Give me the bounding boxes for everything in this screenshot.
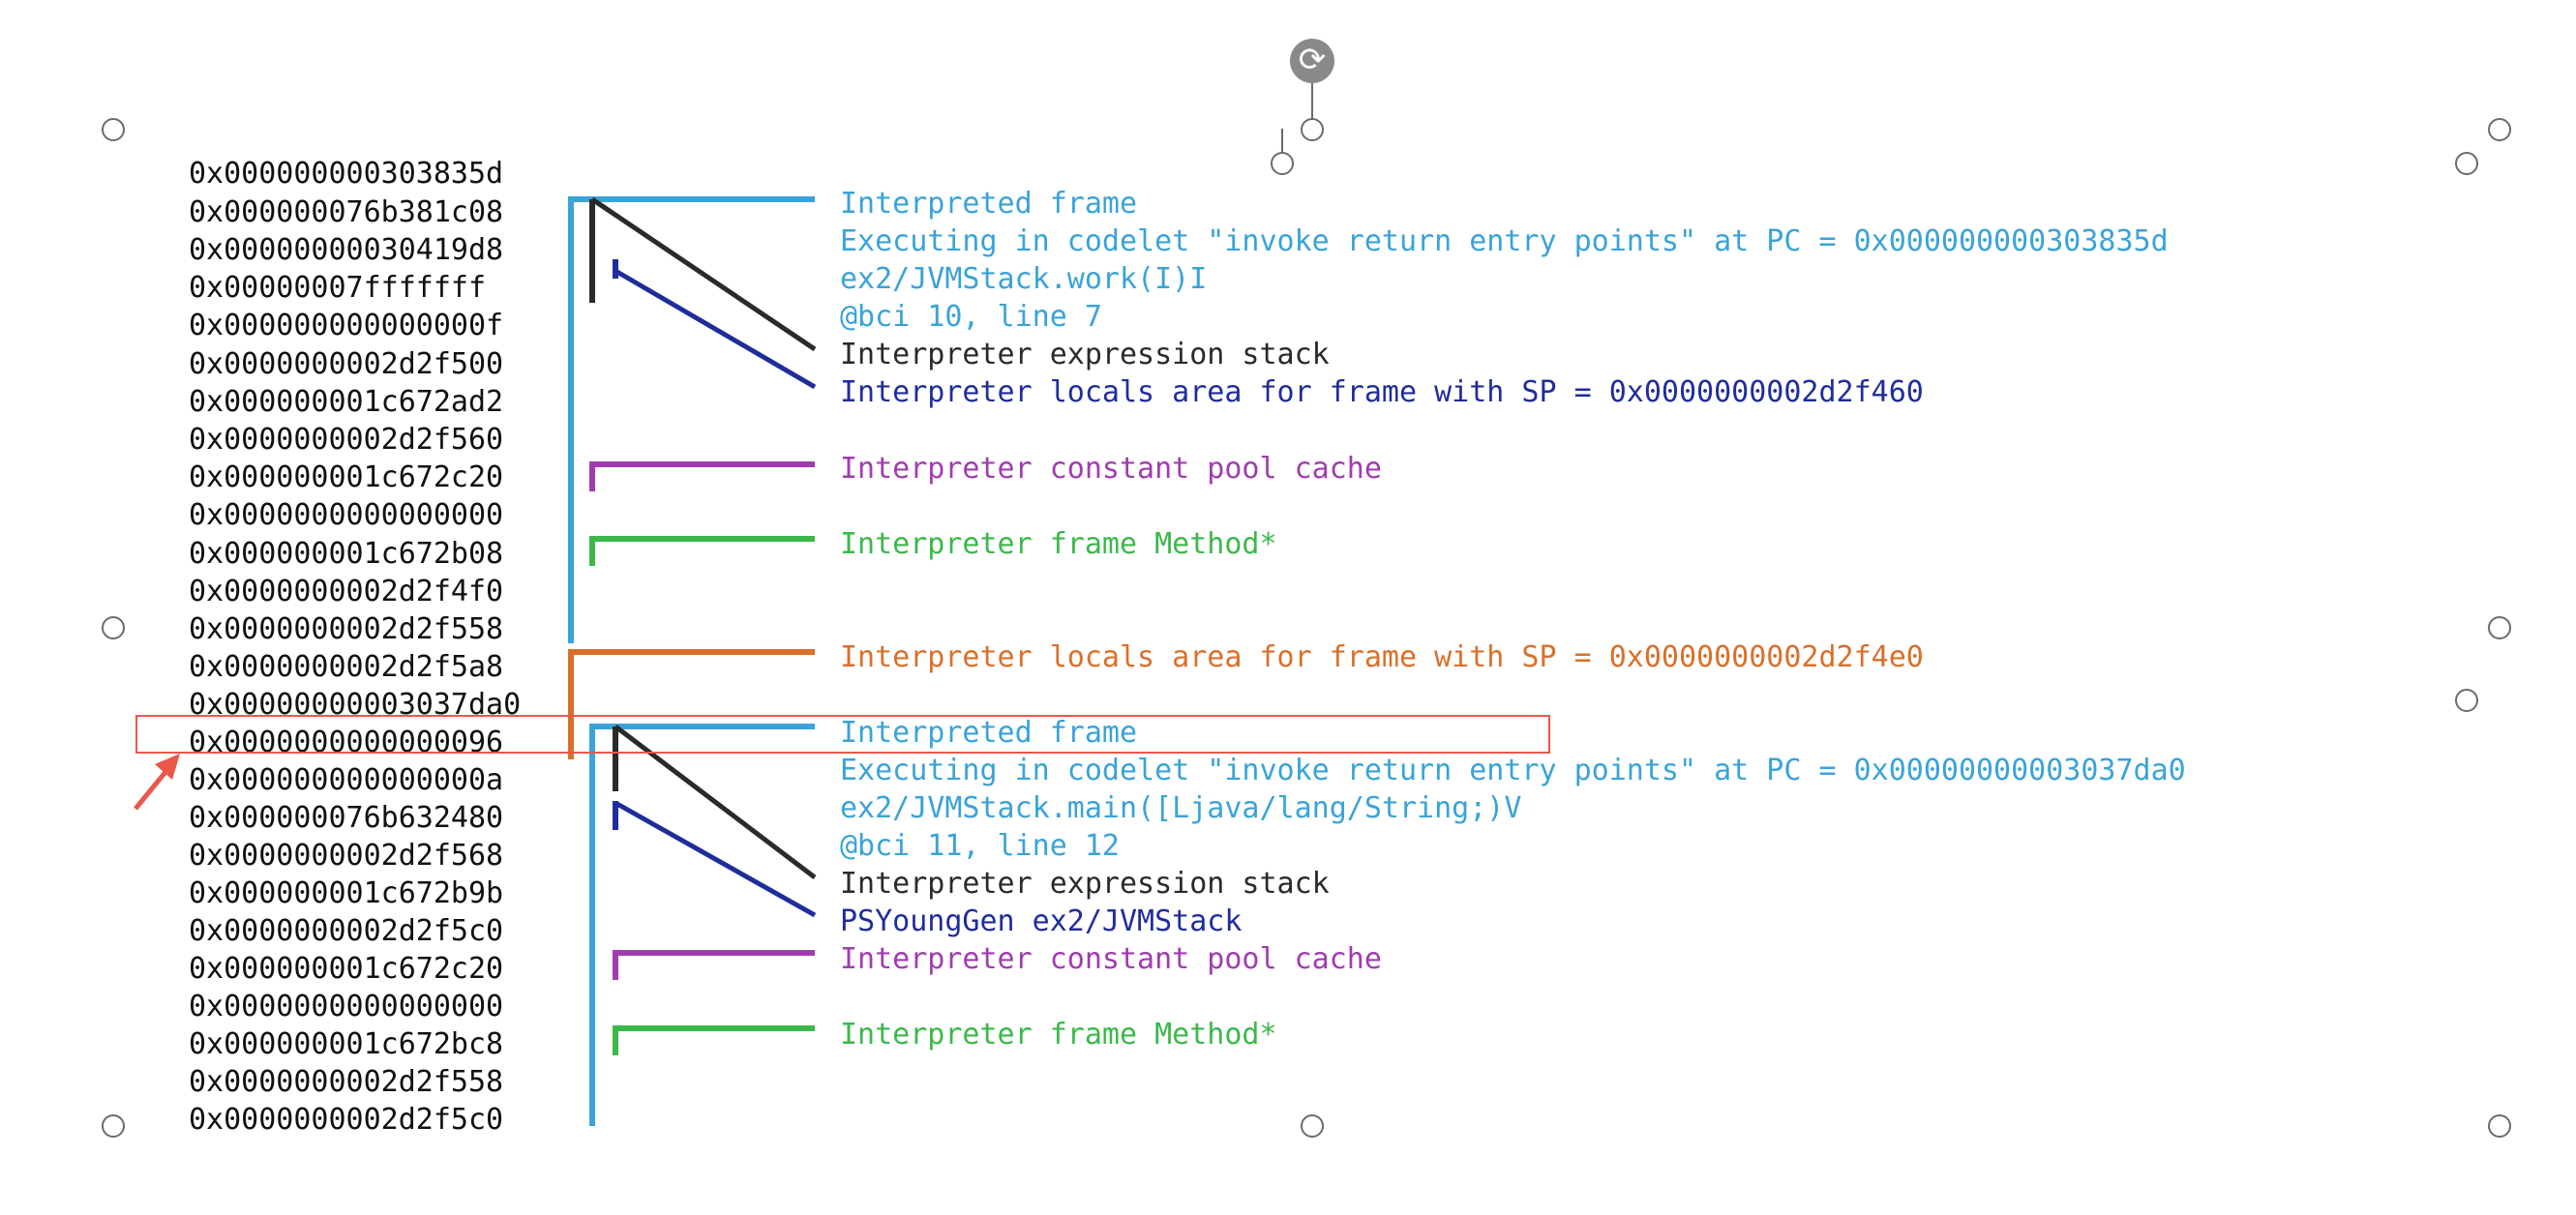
label-expr-stack-lower: Interpreter expression stack xyxy=(840,867,1330,901)
address-13: 0x0000000002d2f5a8 xyxy=(189,650,504,684)
address-7: 0x0000000002d2f560 xyxy=(189,423,504,457)
address-16: 0x000000000000000a xyxy=(189,763,504,797)
address-12: 0x0000000002d2f558 xyxy=(189,612,504,646)
address-6: 0x000000001c672ad2 xyxy=(189,385,504,419)
label-codelet-upper: Executing in codelet "invoke return entr… xyxy=(840,224,2169,258)
inner-handle-right[interactable] xyxy=(2455,689,2478,712)
pointer-arrow-icon xyxy=(134,754,180,811)
address-4: 0x000000000000000f xyxy=(189,309,504,342)
address-9: 0x0000000000000000 xyxy=(189,498,504,532)
address-21: 0x000000001c672c20 xyxy=(189,952,504,986)
label-constant-pool-upper: Interpreter constant pool cache xyxy=(840,452,1382,486)
inner-handle-top-left[interactable] xyxy=(1271,152,1294,175)
frame-bracket-lower xyxy=(589,724,815,1126)
highlight-box xyxy=(135,715,1550,754)
address-5: 0x0000000002d2f500 xyxy=(189,347,504,381)
address-23: 0x000000001c672bc8 xyxy=(189,1027,504,1061)
address-25: 0x0000000002d2f5c0 xyxy=(189,1103,504,1137)
inner-handle-top-right[interactable] xyxy=(2455,152,2478,175)
locals-diagonal-upper xyxy=(614,268,817,390)
address-2: 0x00000000030419d8 xyxy=(189,233,504,267)
label-frame-method-upper: Interpreter frame Method* xyxy=(840,527,1277,561)
label-expr-stack-upper: Interpreter expression stack xyxy=(840,338,1330,371)
address-20: 0x0000000002d2f5c0 xyxy=(189,914,504,948)
address-17: 0x000000076b632480 xyxy=(189,801,504,835)
address-11: 0x0000000002d2f4f0 xyxy=(189,575,504,608)
resize-handle-left[interactable] xyxy=(102,616,125,639)
label-bci-upper: @bci 10, line 7 xyxy=(840,300,1102,334)
expr-stack-diagonal-upper xyxy=(590,196,817,352)
constant-pool-bracket-upper xyxy=(589,461,815,491)
address-15: 0x0000000000000096 xyxy=(189,726,504,759)
resize-handle-bottom-right[interactable] xyxy=(2488,1114,2511,1138)
address-18: 0x0000000002d2f568 xyxy=(189,839,504,873)
label-codelet-lower: Executing in codelet "invoke return entr… xyxy=(840,754,2186,787)
address-19: 0x000000001c672b9b xyxy=(189,876,504,910)
resize-handle-bottom-left[interactable] xyxy=(102,1114,125,1138)
label-interpreted-frame-upper: Interpreted frame xyxy=(840,187,1138,221)
label-frame-method-lower: Interpreter frame Method* xyxy=(840,1018,1277,1052)
address-0: 0x000000000303835d xyxy=(189,157,504,191)
resize-handle-top[interactable] xyxy=(1301,118,1324,141)
resize-handle-top-left[interactable] xyxy=(102,118,125,141)
address-24: 0x0000000002d2f558 xyxy=(189,1065,504,1099)
locals-bracket-orange xyxy=(568,649,815,759)
label-constant-pool-lower: Interpreter constant pool cache xyxy=(840,942,1382,976)
locals-diagonal-lower xyxy=(614,800,817,918)
address-22: 0x0000000000000000 xyxy=(189,990,504,1023)
rotate-icon[interactable]: ⟳ xyxy=(1290,39,1334,83)
frame-bracket-upper xyxy=(568,196,815,643)
label-interpreted-frame-lower: Interpreted frame xyxy=(840,716,1138,750)
constant-pool-bracket-lower xyxy=(613,950,815,980)
label-bci-lower: @bci 11, line 12 xyxy=(840,829,1120,863)
address-3: 0x00000007fffffff xyxy=(189,271,487,305)
method-bracket-lower xyxy=(613,1025,815,1055)
label-locals-orange: Interpreter locals area for frame with S… xyxy=(840,640,1924,674)
resize-handle-top-right[interactable] xyxy=(2488,118,2511,141)
address-8: 0x000000001c672c20 xyxy=(189,460,504,494)
label-locals-upper: Interpreter locals area for frame with S… xyxy=(840,375,1924,409)
label-psyounggen: PSYoungGen ex2/JVMStack xyxy=(840,904,1243,938)
label-method-upper: ex2/JVMStack.work(I)I xyxy=(840,262,1208,296)
resize-handle-right[interactable] xyxy=(2488,616,2511,639)
label-method-lower: ex2/JVMStack.main([Ljava/lang/String;)V xyxy=(840,791,1522,825)
address-1: 0x000000076b381c08 xyxy=(189,195,504,229)
method-bracket-upper xyxy=(589,536,815,566)
address-10: 0x000000001c672b08 xyxy=(189,537,504,571)
resize-handle-bottom[interactable] xyxy=(1301,1114,1324,1138)
